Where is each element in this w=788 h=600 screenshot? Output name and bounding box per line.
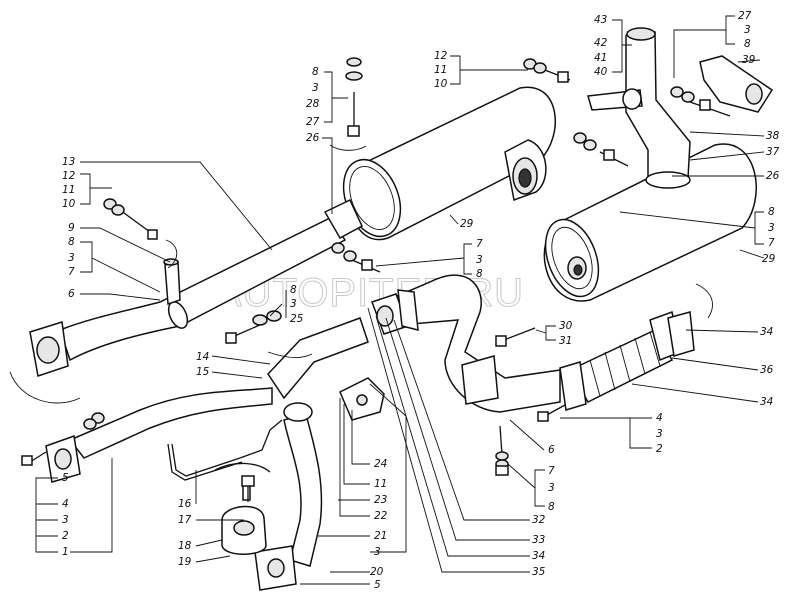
down-pipe	[254, 402, 323, 591]
callout-23: 23	[374, 494, 387, 506]
callout-5-left: 5	[62, 472, 69, 484]
callout-7-left: 7	[68, 266, 75, 278]
callout-21: 21	[374, 530, 387, 542]
callout-3-low-center: 3	[548, 482, 555, 494]
callout-3-bottom: 3	[374, 546, 381, 558]
callout-12-top: 12	[434, 50, 448, 62]
callout-3-mid: 3	[476, 254, 483, 266]
rear-muffler	[543, 143, 757, 302]
callout-19: 19	[178, 556, 192, 568]
callout-8-bolt: 8	[312, 66, 319, 78]
callout-27-top: 27	[738, 10, 752, 22]
callout-6-center: 6	[548, 444, 555, 456]
callout-11-top: 11	[434, 64, 447, 76]
front-exhaust-pipe	[29, 198, 363, 377]
callout-30: 30	[559, 320, 573, 332]
callout-7-center: 7	[548, 465, 555, 477]
callout-26-right: 26	[766, 170, 780, 182]
callout-4-left: 4	[62, 498, 69, 510]
callout-6-left: 6	[68, 288, 75, 300]
callout-17: 17	[178, 514, 192, 526]
callout-7-right: 7	[768, 237, 775, 249]
callout-3-center: 3	[290, 298, 297, 310]
callout-25: 25	[290, 313, 304, 325]
callout-39: 39	[742, 54, 756, 66]
assembly-arrows	[9, 144, 713, 404]
callout-8-right: 8	[768, 206, 775, 218]
tailpipe-bracket	[699, 55, 774, 113]
callout-3-top: 3	[744, 24, 751, 36]
callout-16: 16	[178, 498, 192, 510]
callout-31: 31	[559, 335, 572, 347]
callout-12-left: 12	[62, 170, 76, 182]
callout-8-center: 8	[290, 284, 297, 296]
callout-37: 37	[766, 146, 780, 158]
callout-41: 41	[594, 52, 607, 64]
callout-36: 36	[760, 364, 774, 376]
callout-35: 35	[532, 566, 546, 578]
tailpipe	[587, 27, 691, 189]
callout-3-bolt: 3	[312, 82, 319, 94]
receiver-pipe	[45, 317, 369, 483]
callout-1: 1	[62, 546, 69, 558]
callout-3-lower-left: 3	[62, 514, 69, 526]
leader-lines	[35, 15, 765, 585]
callout-11-left: 11	[62, 184, 75, 196]
front-muffler	[342, 86, 557, 241]
callout-15: 15	[196, 366, 210, 378]
callout-43: 43	[594, 14, 607, 26]
support-bracket	[339, 377, 385, 421]
callout-22: 22	[374, 510, 388, 522]
callout-34-low: 34	[532, 550, 545, 562]
callout-40: 40	[594, 66, 608, 78]
callout-10-left: 10	[62, 198, 76, 210]
callout-2-right: 2	[656, 443, 663, 455]
callout-8-center-low: 8	[548, 501, 555, 513]
small-tube	[167, 419, 283, 481]
callout-34-top: 34	[760, 326, 773, 338]
callout-24: 24	[374, 458, 387, 470]
callout-38: 38	[766, 130, 780, 142]
callout-numbers: 43 42 41 40 27 3 8 39 12 11 10 8 3 28 27…	[62, 10, 780, 591]
callout-3-left: 3	[68, 252, 75, 264]
callout-27-bolt: 27	[306, 116, 320, 128]
clamp	[214, 462, 271, 555]
callout-8-mid: 8	[476, 268, 483, 280]
callout-20: 20	[370, 566, 384, 578]
callout-18: 18	[178, 540, 192, 552]
fasteners	[21, 57, 731, 502]
callout-9: 9	[68, 222, 75, 234]
callout-14: 14	[196, 351, 209, 363]
callout-29-right: 29	[762, 253, 776, 265]
callout-11-low: 11	[374, 478, 387, 490]
callout-10-top: 10	[434, 78, 448, 90]
callout-7-mid: 7	[476, 238, 483, 250]
callout-26-left: 26	[306, 132, 320, 144]
intermediate-pipe	[371, 274, 561, 413]
callout-5-bottom: 5	[374, 579, 381, 591]
callout-42: 42	[594, 37, 608, 49]
callout-3-right: 3	[768, 222, 775, 234]
callout-4-right: 4	[656, 412, 663, 424]
callout-34-bottom: 34	[760, 396, 773, 408]
callout-32: 32	[532, 514, 546, 526]
callout-8-left: 8	[68, 236, 75, 248]
callout-29-left: 29	[460, 218, 474, 230]
flexible-joint	[559, 310, 695, 411]
callout-3-lower-right: 3	[656, 428, 663, 440]
callout-13: 13	[62, 156, 75, 168]
callout-28: 28	[306, 98, 320, 110]
callout-8-top: 8	[744, 38, 751, 50]
callout-2-left: 2	[62, 530, 69, 542]
callout-33: 33	[532, 534, 545, 546]
